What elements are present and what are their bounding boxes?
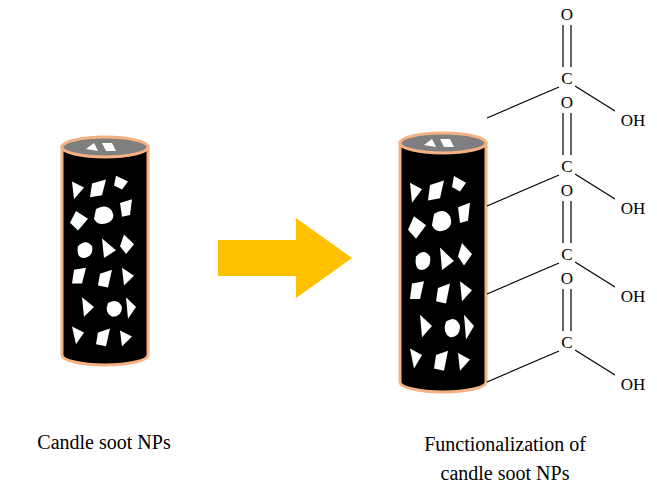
process-arrow [218, 218, 352, 298]
hydroxyl-group: OH [621, 200, 646, 217]
functionalized-cylinder [400, 133, 486, 392]
carbon-atom: C [561, 70, 572, 87]
soot-cylinder [62, 137, 148, 365]
oxygen-atom: O [561, 270, 573, 287]
carbon-atom: C [561, 246, 572, 263]
carboxyl-bonds [487, 25, 615, 382]
hydroxyl-group: OH [621, 112, 646, 129]
hydroxyl-group: OH [621, 288, 646, 305]
caption-label: Functionalization of candle soot NPs [410, 430, 600, 488]
caption-label: Candle soot NPs [4, 428, 204, 457]
carbon-atom: C [561, 158, 572, 175]
carbon-atom: C [561, 334, 572, 351]
oxygen-atom: O [561, 94, 573, 111]
hydroxyl-group: OH [621, 376, 646, 393]
oxygen-atom: O [561, 182, 573, 199]
oxygen-atom: O [561, 6, 573, 23]
